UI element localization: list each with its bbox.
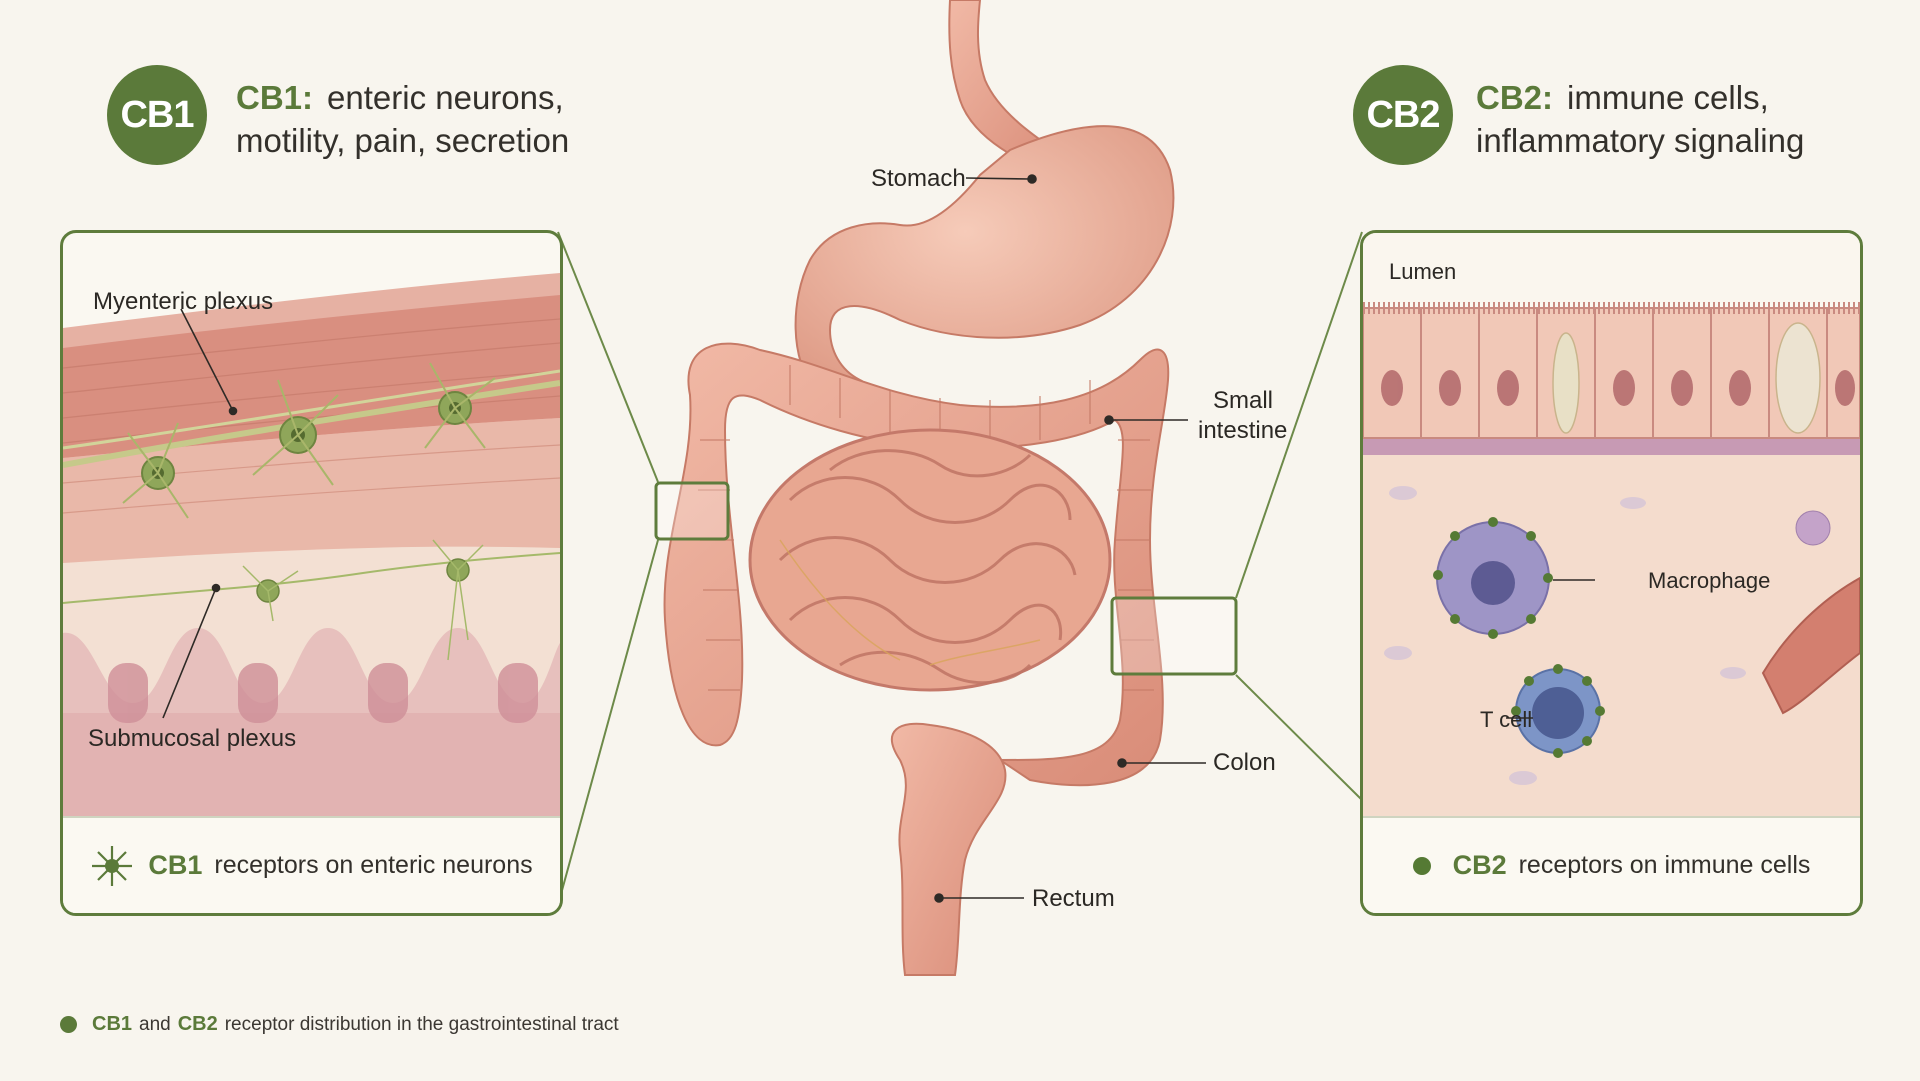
- cb2-title-tag: CB2:: [1476, 79, 1554, 116]
- label-lumen: Lumen: [1389, 259, 1457, 284]
- cb2-badge: CB2: [1353, 65, 1453, 165]
- footer-tag-cb2: CB2: [177, 1013, 218, 1035]
- neuron-icon: [92, 845, 133, 886]
- label-colon: Colon: [1213, 749, 1276, 776]
- cb2-title-line1: immune cells,: [1567, 79, 1769, 116]
- zoom-connector-right: [1235, 231, 1363, 801]
- footer-dot-icon: [60, 1016, 77, 1033]
- organ-leader-lines: [934, 174, 1206, 903]
- cb1-title-line2: motility, pain, secretion: [236, 122, 570, 159]
- cb1-title-line1: enteric neurons,: [327, 79, 564, 116]
- cb2-title-line2: inflammatory signaling: [1476, 122, 1805, 159]
- cb2-panel-caption: CB2 receptors on immune cells: [1363, 816, 1860, 913]
- small-intestine: [748, 428, 1112, 692]
- cb1-badge: CB1: [107, 65, 207, 165]
- cb2-caption-tag: CB2: [1452, 850, 1507, 880]
- label-submucosal-plexus: Submucosal plexus: [88, 725, 297, 752]
- label-small-intestine-1: Small: [1213, 387, 1274, 414]
- tcell-cell: [1515, 668, 1601, 754]
- cb2-receptors-macrophage: [1433, 517, 1553, 639]
- cb1-inset-panel: Myenteric plexus Submucosal plexus CB1 r…: [60, 230, 563, 916]
- zoom-box-right: [1110, 596, 1238, 676]
- footer-text: receptor distribution in the gastrointes…: [224, 1013, 619, 1035]
- label-small-intestine-2: intestine: [1198, 417, 1288, 444]
- mesentery-vessels: [779, 539, 1041, 666]
- label-myenteric-plexus: Myenteric plexus: [93, 288, 274, 315]
- label-rectum: Rectum: [1032, 885, 1115, 912]
- footer-and: and: [139, 1013, 171, 1035]
- footer-tag-cb1: CB1: [92, 1013, 133, 1035]
- zoom-connector-left: [557, 231, 659, 906]
- zoom-box-left: [654, 481, 730, 541]
- cb1-title: CB1: enteric neurons, motility, pain, sec…: [236, 76, 569, 162]
- label-macrophage: Macrophage: [1648, 568, 1771, 593]
- cb2-caption-text: receptors on immune cells: [1518, 851, 1811, 879]
- cb2-title: CB2: immune cells, inflammatory signaling: [1476, 76, 1804, 162]
- cb2-inset-panel: Lumen Macrophage T cell CB2 receptors on…: [1360, 230, 1863, 916]
- cb1-caption-text: receptors on enteric neurons: [214, 851, 533, 879]
- stomach: [794, 125, 1175, 392]
- cb1-title-tag: CB1:: [236, 79, 314, 116]
- small-intestine-loops: [778, 449, 1077, 685]
- mucosa-cross-section: [1363, 233, 1860, 818]
- cb1-panel-caption: CB1 receptors on enteric neurons: [63, 816, 560, 913]
- rectum: [890, 722, 1007, 976]
- immune-cell-dot-icon: [1412, 856, 1431, 875]
- gut-wall-cross-section: [63, 273, 560, 818]
- cb1-caption-tag: CB1: [148, 850, 203, 880]
- footer-caption: CB1 and CB2 receptor distribution in the…: [60, 1013, 619, 1036]
- label-stomach: Stomach: [871, 165, 966, 192]
- label-tcell: T cell: [1480, 707, 1533, 732]
- cb2-receptors-tcell: [1511, 664, 1605, 758]
